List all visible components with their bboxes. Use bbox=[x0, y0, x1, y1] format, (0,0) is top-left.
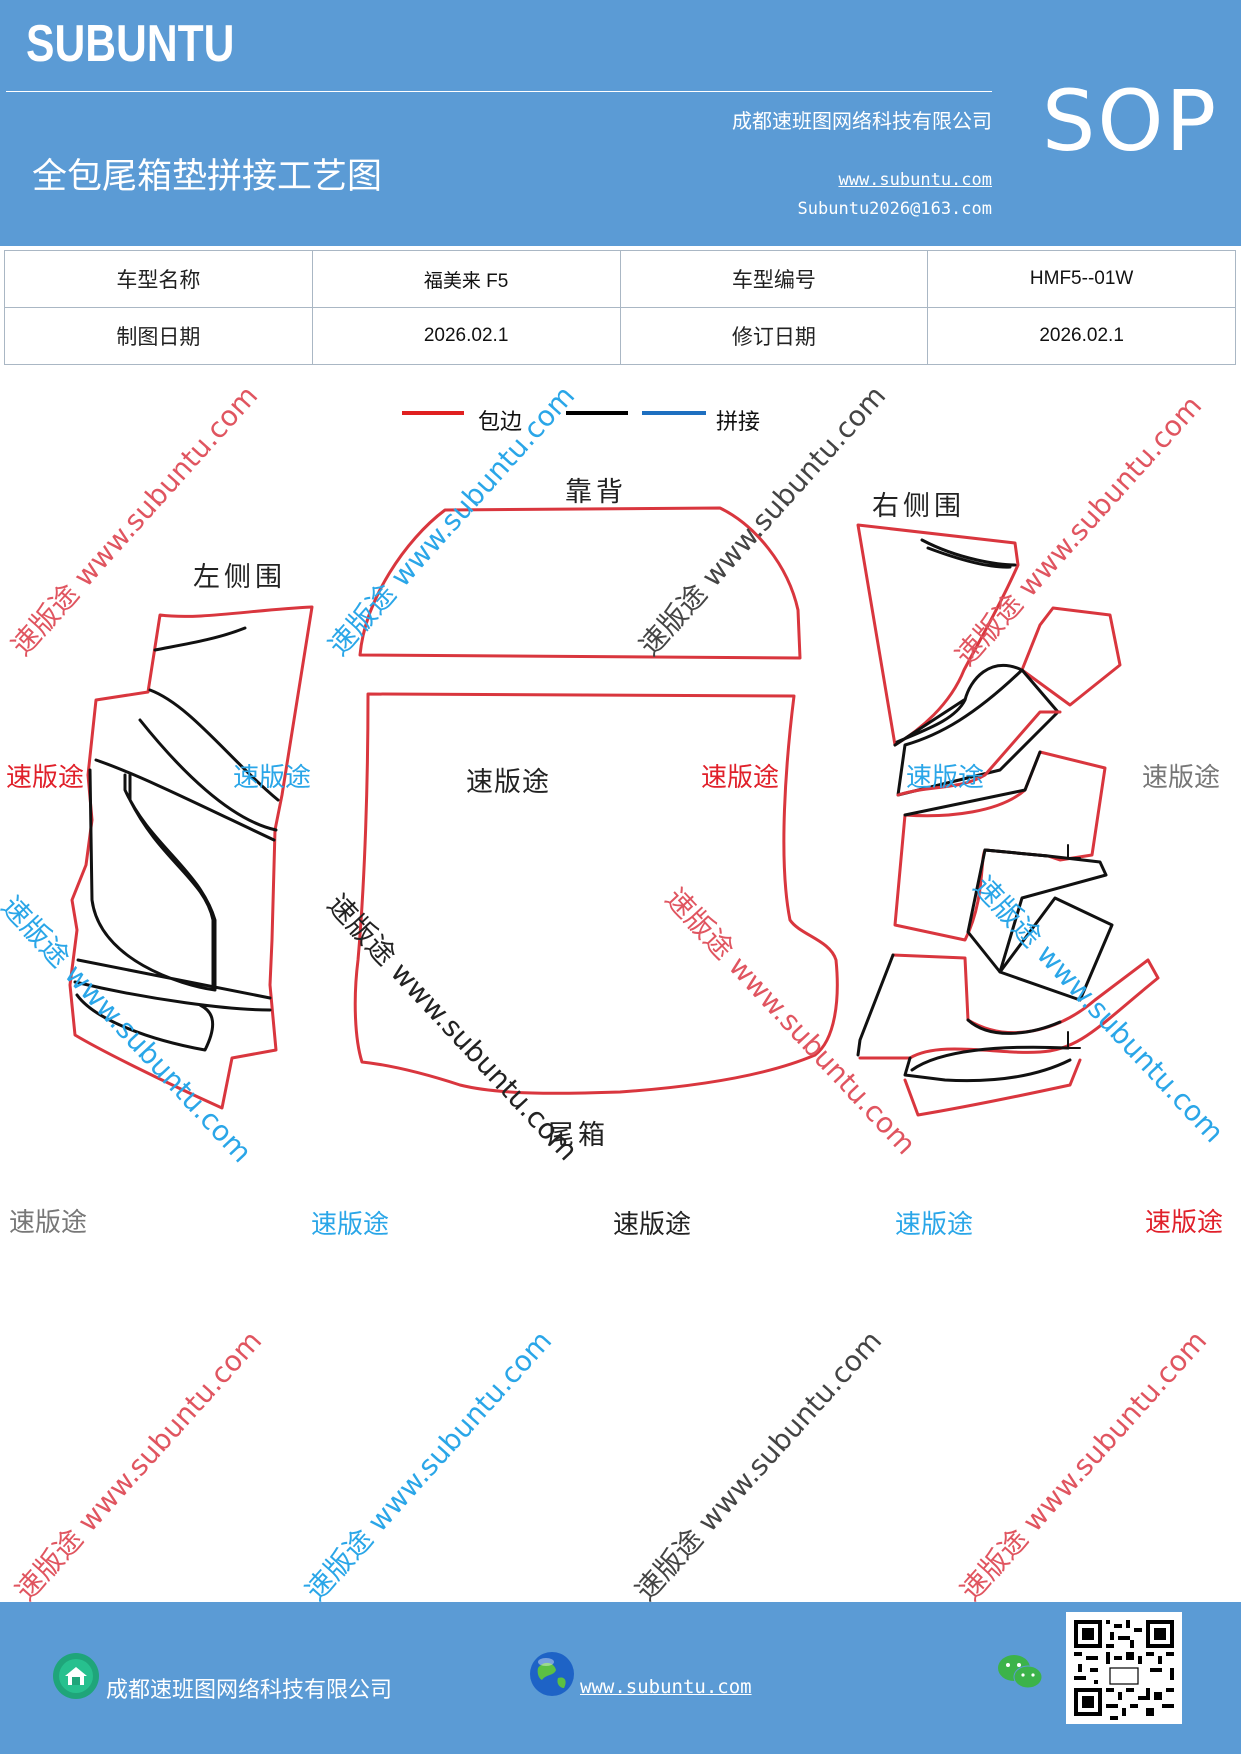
website-link[interactable]: www.subuntu.com bbox=[838, 170, 992, 190]
email-address: Subuntu2026@163.com bbox=[797, 199, 992, 219]
brand-logo: SUBUNTU bbox=[26, 15, 235, 73]
draw-date-label: 制图日期 bbox=[4, 307, 313, 365]
watermark: 速版途 bbox=[311, 1210, 390, 1240]
label-right-side: 右侧围 bbox=[872, 491, 965, 522]
label-center-mark: 速版途 bbox=[466, 767, 550, 798]
legend-label-splice: 拼接 bbox=[716, 410, 761, 435]
watermark: 速版途 bbox=[233, 763, 312, 793]
footer-company: 成都速班图网络科技有限公司 bbox=[106, 1678, 393, 1703]
watermark: 速版途 bbox=[895, 1210, 974, 1240]
model-name-label: 车型名称 bbox=[4, 250, 313, 308]
header-banner: SUBUNTU SOP 成都速班图网络科技有限公司 全包尾箱垫拼接工艺图 www… bbox=[0, 0, 1241, 246]
wechat-icon[interactable] bbox=[996, 1652, 1044, 1692]
footer-website-link[interactable]: www.subuntu.com bbox=[580, 1676, 752, 1698]
draw-date-value: 2026.02.1 bbox=[311, 307, 621, 365]
revise-date-value: 2026.02.1 bbox=[927, 307, 1236, 365]
model-code-value: HMF5--01W bbox=[927, 250, 1236, 308]
globe-icon bbox=[530, 1652, 574, 1696]
backrest-outline bbox=[358, 506, 802, 660]
model-name-value: 福美来 F5 bbox=[311, 250, 621, 308]
left-side-outer bbox=[68, 605, 314, 1110]
watermark: 速版途 bbox=[1142, 763, 1221, 793]
page-title: 全包尾箱垫拼接工艺图 bbox=[32, 157, 383, 197]
label-trunk: 尾箱 bbox=[547, 1120, 609, 1151]
watermark: 速版途 bbox=[6, 763, 85, 793]
sop-badge: SOP bbox=[1042, 72, 1219, 170]
right-diamond-1 bbox=[966, 848, 1108, 974]
label-backrest: 靠背 bbox=[565, 477, 627, 508]
legend-red-line bbox=[402, 411, 464, 415]
qr-code bbox=[1066, 1612, 1182, 1724]
revise-date-label: 修订日期 bbox=[619, 307, 929, 365]
watermark: 速版途 bbox=[906, 763, 985, 793]
legend-label-edge: 包边 bbox=[478, 410, 523, 435]
right-diamond-2 bbox=[998, 896, 1114, 1002]
company-icon bbox=[53, 1653, 99, 1699]
watermark: 速版途 bbox=[1145, 1208, 1224, 1238]
trunk-outline bbox=[353, 692, 839, 1095]
table-row: 车型名称 福美来 F5 车型编号 HMF5--01W bbox=[4, 250, 1236, 308]
legend-black-line bbox=[566, 411, 628, 415]
label-left-side: 左侧围 bbox=[193, 562, 286, 593]
watermark: 速版途 bbox=[9, 1208, 88, 1238]
watermark: 速版途 bbox=[701, 763, 780, 793]
watermark: 速版途 bbox=[613, 1210, 692, 1240]
right-mid-piece bbox=[1020, 606, 1122, 707]
qr-code-image bbox=[1066, 1612, 1182, 1724]
info-table: 车型名称 福美来 F5 车型编号 HMF5--01W 制图日期 2026.02.… bbox=[4, 250, 1236, 365]
left-side-inner bbox=[73, 626, 280, 1052]
table-row: 制图日期 2026.02.1 修订日期 2026.02.1 bbox=[4, 307, 1236, 365]
company-name: 成都速班图网络科技有限公司 bbox=[732, 109, 992, 133]
legend-blue-line bbox=[642, 411, 706, 415]
header-divider bbox=[6, 91, 992, 92]
model-code-label: 车型编号 bbox=[619, 250, 929, 308]
